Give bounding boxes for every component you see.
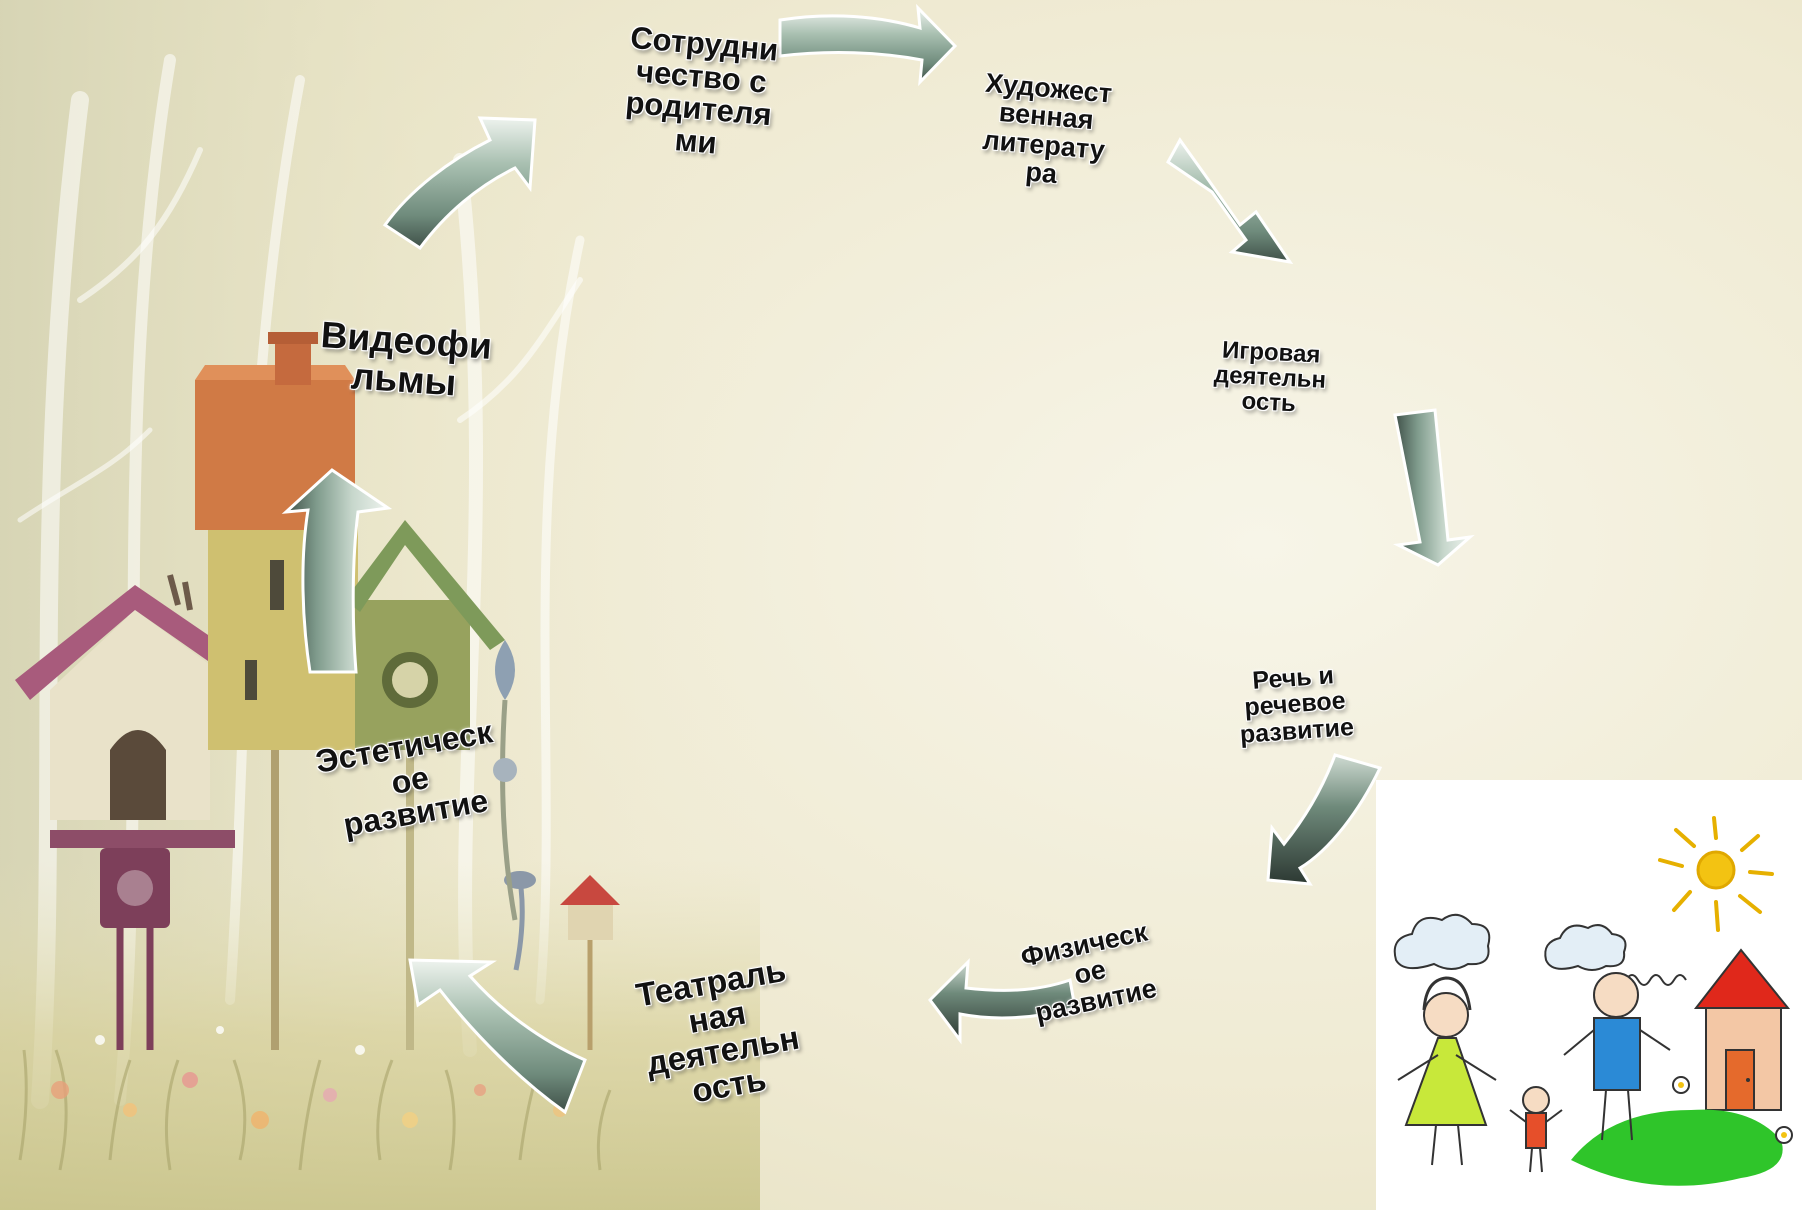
- arrow-theatre-to-aesthetic: [410, 960, 585, 1112]
- childrens-drawing: [1376, 780, 1802, 1210]
- node-play-activity: Игровая деятельн ость: [1188, 336, 1352, 420]
- child-figure-icon: [1510, 1087, 1562, 1172]
- arrow-play-to-speech: [1395, 410, 1470, 565]
- arrow-literature-to-play: [1168, 140, 1290, 262]
- arrow-speech-to-physical: [1268, 755, 1380, 884]
- sun-icon: [1660, 818, 1772, 930]
- node-videos: Видеофи льмы: [293, 314, 518, 407]
- cloud-icon: [1395, 915, 1626, 970]
- house-icon: [1696, 950, 1788, 1110]
- node-speech-development: Речь и речевое развитие: [1212, 660, 1377, 750]
- arrow-videos-to-cooperation: [385, 118, 535, 248]
- arrow-aesthetic-to-videos: [286, 470, 388, 672]
- node-cooperation-with-parents: Сотрудни чество с родителя ми: [595, 20, 806, 167]
- node-fiction-literature: Художест венная литерату ра: [950, 66, 1139, 195]
- childrens-drawing-family-house-sun-icon: [1376, 780, 1802, 1210]
- mother-figure-icon: [1398, 978, 1496, 1165]
- arrow-cooperation-to-literature: [780, 8, 955, 82]
